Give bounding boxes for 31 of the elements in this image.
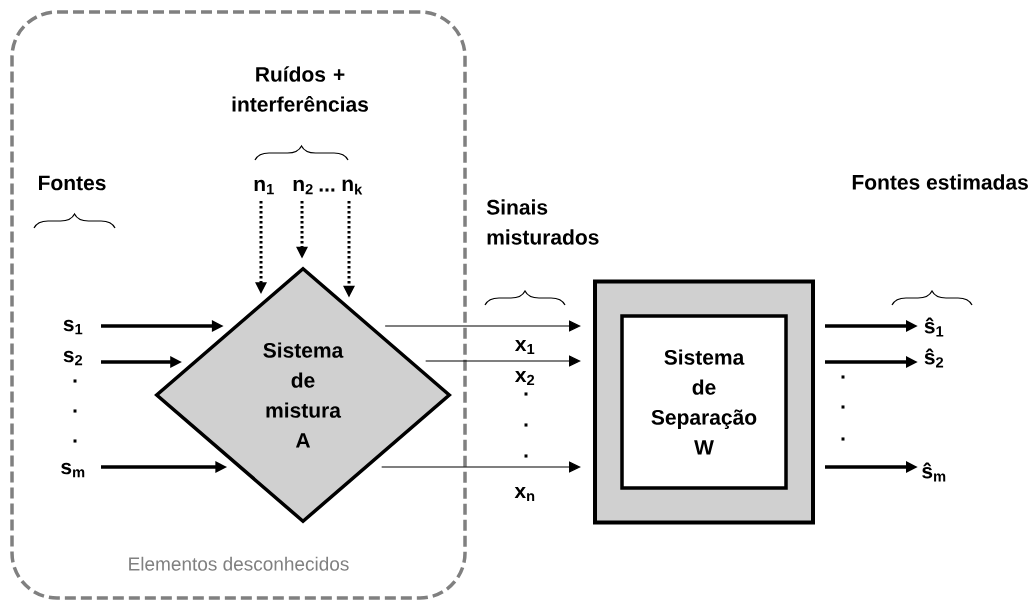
arrow xyxy=(381,461,581,473)
text-label: . xyxy=(73,439,77,443)
signal-label: s$_{1}$ xyxy=(63,319,83,335)
text-label: Fontes xyxy=(39,175,106,191)
text-label: . xyxy=(73,379,77,383)
text-label: ... xyxy=(319,188,335,192)
text-label: . xyxy=(841,437,845,441)
signal-label: n$_{k}$ xyxy=(342,179,363,195)
text-label: . xyxy=(524,392,528,396)
arrow xyxy=(384,320,581,332)
text-label: . xyxy=(524,423,528,427)
edge-label: x$_{2}$ xyxy=(514,370,535,386)
text-label: . xyxy=(524,454,528,458)
signal-label: ŝ$_{m}$ xyxy=(922,462,946,482)
edge-label: x$_{n}$ xyxy=(514,486,535,502)
region-label: Elementos desconhecidos xyxy=(129,556,349,571)
signal-label: n$_{1}$ xyxy=(254,179,274,195)
signal-label: ŝ$_{1}$ xyxy=(924,317,944,337)
separation-box: Sistema de Separação W xyxy=(593,279,815,525)
text-label: . xyxy=(73,409,77,413)
text-label: . xyxy=(841,405,845,409)
arrow xyxy=(425,355,581,367)
text-label: . xyxy=(841,375,845,379)
signal-label: ŝ$_{2}$ xyxy=(924,348,944,368)
text-label: Sinais misturados xyxy=(486,199,599,245)
signal-label: n$_{2}$ xyxy=(293,179,313,195)
text-label: Ruídos + interferências xyxy=(232,66,368,112)
text-label: Fontes estimadas xyxy=(852,174,1028,190)
edge-label: x$_{1}$ xyxy=(514,339,535,355)
signal-label: s$_{m}$ xyxy=(61,462,85,478)
signal-label: s$_{2}$ xyxy=(63,350,83,366)
